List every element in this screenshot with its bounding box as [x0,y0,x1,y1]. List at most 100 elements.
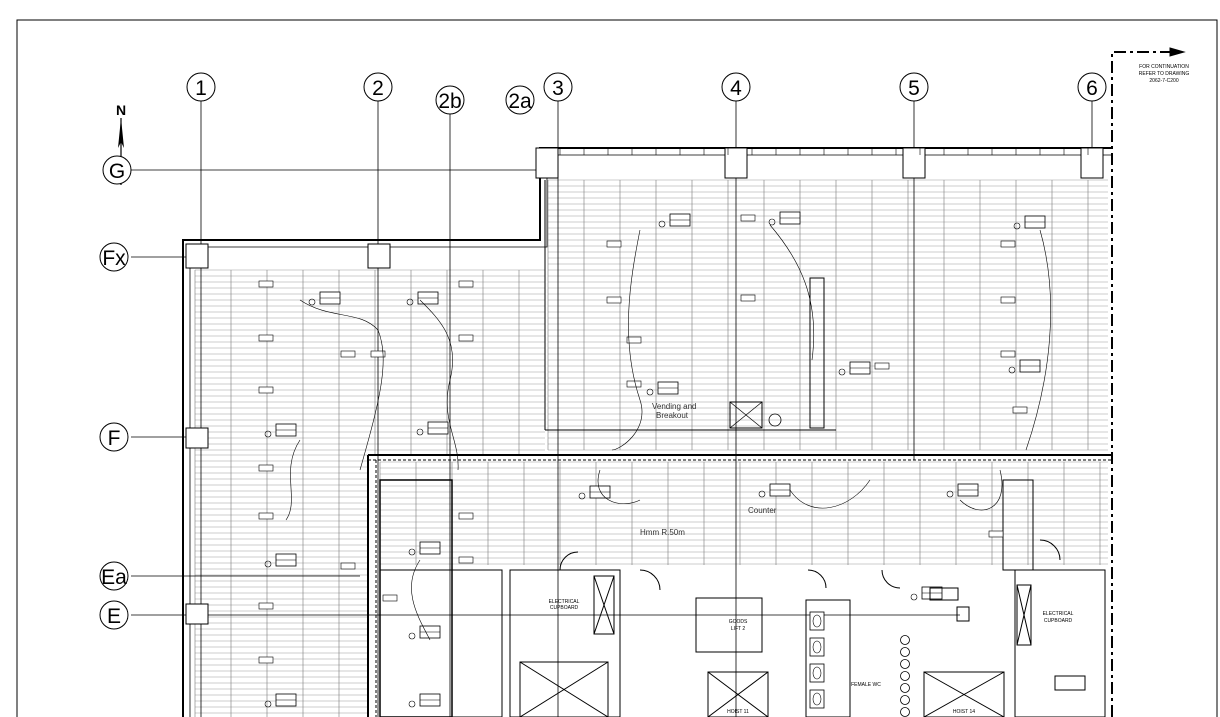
circuit-tag [1000,350,1016,358]
wiring-run [1025,229,1051,451]
circuit-tag [458,334,474,342]
door-swing-5 [1039,539,1061,561]
sensor-icon [416,428,424,436]
door-swing-1 [559,551,579,571]
lift-indicator-box [929,587,959,601]
circuit-tag [606,296,622,304]
ceiling-tile-joints [194,455,340,717]
circuit-tag [458,512,474,520]
grid-bubble-2 [363,72,393,102]
grid-label-e: E [107,605,121,628]
light-fittings [258,148,1089,708]
row-grid-labels: G Fx F Ea E [101,160,127,628]
circuit-tag [340,562,356,570]
building-walls [182,147,1112,717]
grid-bubble-1 [186,72,216,102]
grid-bubble-e [99,600,129,630]
column-fx1 [185,243,209,269]
room-electrical-cupboard-left [509,569,621,717]
ceiling-tile-lines [548,179,1108,451]
wiring-run [597,469,641,504]
shaft-left [519,661,609,717]
wc-pan-icon [809,637,825,657]
column-e1 [185,603,209,625]
annotation-breakout: Breakout [656,411,689,420]
continuation-arrow-icon [1169,47,1186,57]
grid-label-ea: Ea [101,566,127,589]
basin-icon [900,683,910,693]
ceiling-tile-joints [194,270,520,455]
circuit-tag [382,594,398,602]
sensor-icon [264,560,272,568]
vending-box-x2 [729,401,763,429]
drawing-border [16,19,1218,717]
sensor-icon [1008,366,1016,374]
circuit-tag [988,530,1004,538]
circuit-tag [874,362,890,370]
wc-bowl-icon [812,640,822,654]
riser-column [809,277,825,429]
grid-label-3: 3 [552,77,564,100]
continuation-note-line3: 2062-7-C200 [1149,78,1178,84]
sensor-icon [646,388,654,396]
circuit-tag [626,336,642,344]
outer-wall-upper-left [182,147,1112,717]
grid-bubble-f [99,422,129,452]
basin-icon [900,635,910,645]
grid-label-f: F [108,427,121,450]
annotation-vending: Vending and [652,402,697,411]
column-g5 [902,147,926,179]
shaft-hoist-14 [923,671,1005,717]
circuit-tag [258,334,274,342]
grid-bubble-5 [899,72,929,102]
sensor-icon [264,430,272,438]
ceiling-tile-lines [380,461,1108,565]
sensor-icon [946,490,954,498]
small-sign-box [956,606,970,622]
ceiling-tile-joints [379,462,1101,565]
shaft-hoist-11-x2 [707,671,769,717]
circuit-tag [340,350,356,358]
column-f1 [185,427,209,449]
continuation-boundary [1111,47,1186,717]
grid-bubble-3 [543,72,573,102]
sensor-icon [408,632,416,640]
vending-circle [768,413,782,427]
grid-bubble-2b [435,85,465,115]
grid-label-2: 2 [372,77,384,100]
cupboard-cross-right-b [1016,584,1032,646]
circuit-tag [258,280,274,288]
room-goods-lift [695,597,763,653]
grid-label-1: 1 [195,77,207,100]
structural-columns [185,147,1104,625]
cupboard-cross-right [1016,584,1032,646]
wiring-run [285,439,301,521]
wiring-run [959,469,1003,511]
wiring-run [789,479,871,509]
sensor-icon [408,548,416,556]
basin-icon [900,707,910,717]
structural-grid-lines [131,100,1093,717]
sensor-icon [838,368,846,376]
ceiling-tile-lines [195,269,545,451]
basin-icon [900,659,910,669]
room-goods-lift-line2: LIFT 2 [731,626,746,632]
circuit-tag [626,380,642,388]
ceiling-tile-joints [547,180,1089,450]
circuit-tag [606,240,622,248]
wc-bowl-icon [812,614,822,628]
column-g6 [1080,147,1104,179]
continuation-note-line2: REFER TO DRAWING [1139,71,1190,77]
north-label: N [116,102,126,118]
column-grid-bubbles [186,72,1107,115]
column-g3 [535,147,559,179]
circuit-tag [1012,406,1028,414]
room-electrical-cupboard-right-line1: ELECTRICAL [1043,611,1074,617]
room-lift-right: HOIST 14 [953,709,975,715]
wc-pan-icon [809,611,825,631]
grid-label-g: G [109,160,125,183]
circuit-tag [258,656,274,664]
door-swing-4 [881,569,901,589]
wc-fixtures [809,611,910,717]
